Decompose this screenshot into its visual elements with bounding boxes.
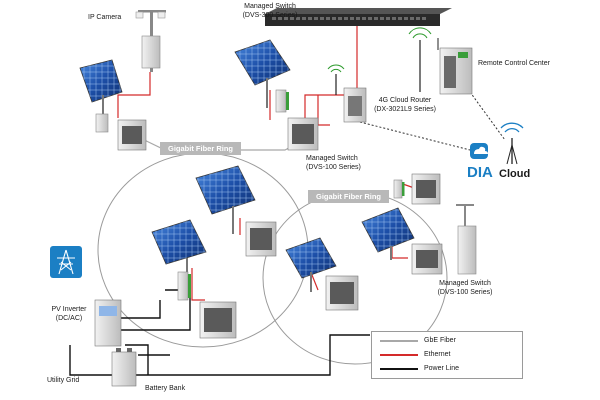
legend-box: GbE Fiber Ethernet Power Line (371, 331, 523, 379)
solar-panel-icon-5 (285, 237, 337, 292)
legend-text-ethernet: Ethernet (424, 351, 451, 358)
power-pylon-icon (50, 246, 82, 278)
managed-switch-dvs100-label-top: Managed Switch (DVS-100 Series) (306, 155, 361, 172)
solar-panel-icon-2 (234, 39, 291, 108)
legend-text-fiber: GbE Fiber (424, 337, 456, 344)
ip-camera-pole-icon (135, 10, 166, 72)
brand-dia: DIA (467, 164, 493, 181)
pv-inverter-type: (DC/AC) (55, 314, 83, 322)
brand-cloud: Cloud (499, 168, 531, 180)
battery-bank-label: Battery Bank (145, 385, 185, 394)
din-switch-icon-7 (411, 243, 443, 275)
ring-label-right: Gigabit Fiber Ring (308, 190, 389, 203)
legend-row-power: Power Line (372, 363, 522, 375)
managed-switch-dvs300-name: Managed Switch (244, 3, 296, 10)
managed-switch-dvs300-label: Managed Switch (DVS-300 Series) (225, 3, 315, 20)
battery-bank-text: Battery Bank (145, 385, 186, 392)
remote-control-center-icon (408, 27, 473, 95)
managed-switch-dvs100-bottom-series: (DVS-100 Series) (437, 288, 493, 296)
legend-row-ethernet: Ethernet (372, 349, 522, 361)
din-switch-icon-5 (325, 275, 359, 311)
legend-text-power: Power Line (424, 365, 460, 372)
din-switch-icon-6 (411, 173, 441, 205)
ip-camera-label: IP Camera (88, 14, 121, 23)
legend-line-power (380, 368, 418, 370)
right-camera-pole-icon (456, 204, 477, 275)
solar-panel-icon-4 (151, 219, 207, 288)
cloud-router-series: (DX-3021L9 Series) (374, 105, 436, 113)
din-switch-icon-2 (287, 117, 319, 151)
managed-switch-dvs100-label-bottom: Managed Switch (DVS-100 Series) (425, 280, 505, 297)
pv-inverter-icon (94, 299, 122, 347)
ring-label-left: Gigabit Fiber Ring (160, 142, 241, 155)
pv-inverter-label: PV Inverter (DC/AC) (44, 306, 94, 323)
din-switch-icon-4 (199, 301, 237, 339)
legend-line-fiber (380, 340, 418, 342)
remote-control-center-label: Remote Control Center (478, 60, 550, 69)
managed-switch-dvs100-bottom-name: Managed Switch (439, 280, 491, 287)
power-lines (69, 289, 370, 376)
controller-icons (177, 89, 405, 301)
managed-switch-dvs100-top-name: Managed Switch (306, 155, 358, 162)
cloud-dotted-links (359, 91, 506, 151)
cloud-router-label: 4G Cloud Router (DX-3021L9 Series) (360, 97, 450, 114)
utility-grid-label: Utility Grid (47, 377, 79, 386)
legend-line-ethernet (380, 354, 418, 356)
cloud-router-name: 4G Cloud Router (378, 97, 432, 104)
cloud-router-icon (327, 64, 367, 123)
battery-bank-icon (111, 348, 137, 387)
solar-panel-icon-1 (79, 59, 123, 133)
managed-switch-dvs300-icon (265, 8, 452, 26)
solar-panel-icon-6 (361, 207, 415, 260)
managed-switch-dvs300-series: (DVS-300 Series) (242, 11, 298, 19)
din-switch-icon-1 (117, 119, 147, 151)
remote-control-center-text: Remote Control Center (478, 60, 550, 67)
utility-grid-text: Utility Grid (47, 377, 80, 384)
solar-panel-icon-3 (195, 165, 256, 234)
managed-switch-dvs100-top-series: (DVS-100 Series) (306, 163, 361, 171)
din-switch-icon-3 (245, 221, 277, 257)
legend-row-fiber: GbE Fiber (372, 335, 522, 347)
dia-cloud-icon (470, 122, 524, 165)
ip-camera-label-text: IP Camera (88, 14, 122, 21)
pv-inverter-name: PV Inverter (51, 306, 87, 313)
